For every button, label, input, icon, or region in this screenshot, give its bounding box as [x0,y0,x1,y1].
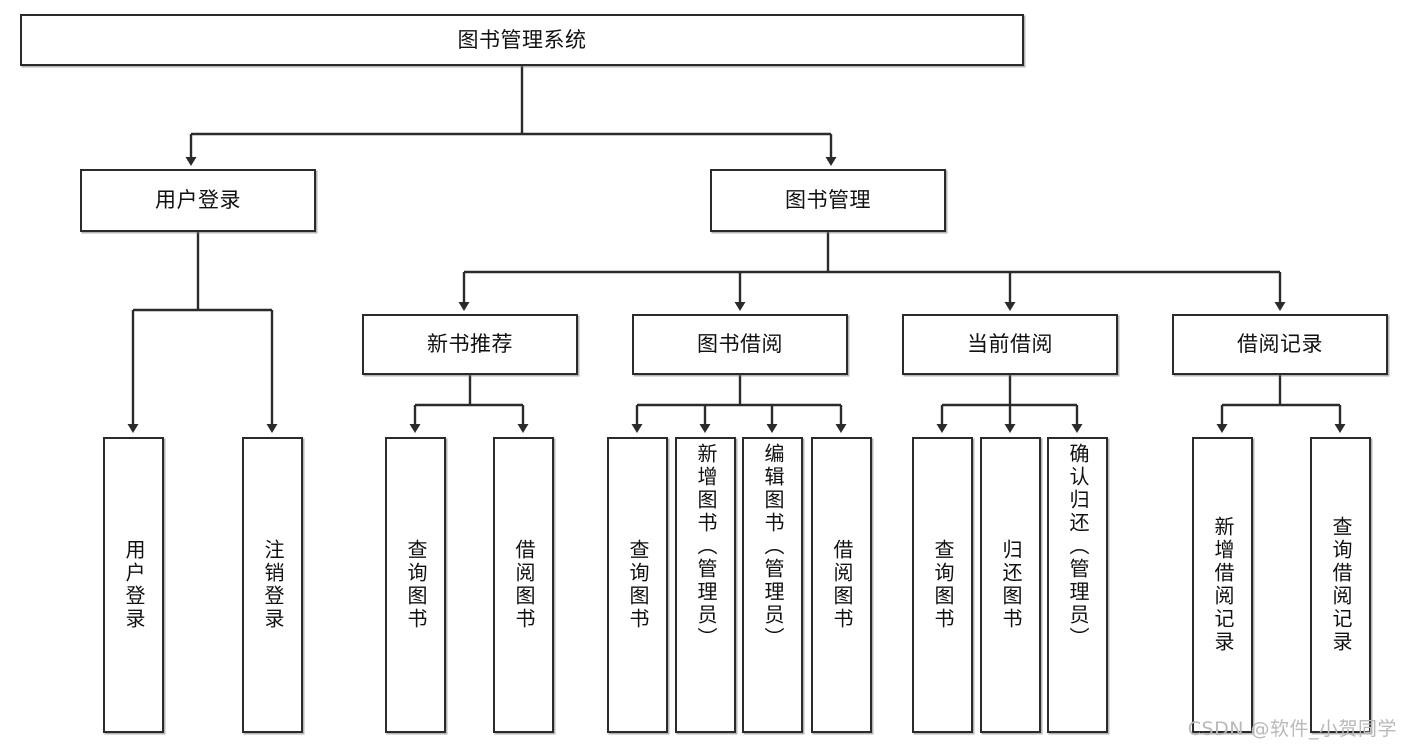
leaf-user-login[interactable]: 用户登录 [103,437,164,733]
leaf-edit-book-admin[interactable]: 编辑图书（管理员） [742,437,803,733]
node-label: 查询借阅记录 [1329,516,1353,654]
node-label: 图书管理 [785,188,871,213]
node-label: 用户登录 [155,188,241,213]
node-label: 图书借阅 [697,332,783,357]
node-label: 查询图书 [626,539,650,631]
leaf-return-book[interactable]: 归还图书 [980,437,1041,733]
leaf-query-borrow-record[interactable]: 查询借阅记录 [1310,437,1371,733]
leaf-user-logout[interactable]: 注销登录 [242,437,303,733]
node-label: 当前借阅 [967,332,1053,357]
node-label: 图书管理系统 [457,27,587,52]
node-label: 确认归还（管理员） [1066,443,1090,650]
leaf-add-borrow-record[interactable]: 新增借阅记录 [1192,437,1253,733]
leaf-query-book-borrow[interactable]: 查询图书 [607,437,668,733]
node-label: 借阅图书 [512,539,536,631]
node-label: 查询图书 [404,539,428,631]
node-new-book-recommend[interactable]: 新书推荐 [362,314,578,375]
node-book-borrow[interactable]: 图书借阅 [632,314,848,375]
node-label: 新书推荐 [427,332,513,357]
leaf-add-book-admin[interactable]: 新增图书（管理员） [675,437,736,733]
node-book-management[interactable]: 图书管理 [710,169,946,232]
csdn-watermark: CSDN @软件_小贺同学 [1187,718,1397,740]
node-root-book-management-system[interactable]: 图书管理系统 [20,14,1024,66]
node-label: 新增图书（管理员） [694,443,718,650]
leaf-borrow-book-recommend[interactable]: 借阅图书 [493,437,554,733]
node-label: 用户登录 [122,539,146,631]
node-borrow-record[interactable]: 借阅记录 [1172,314,1388,375]
node-label: 编辑图书（管理员） [761,443,785,650]
node-label: 借阅图书 [830,539,854,631]
node-label: 借阅记录 [1237,332,1323,357]
leaf-borrow-book[interactable]: 借阅图书 [811,437,872,733]
leaf-query-book-current[interactable]: 查询图书 [912,437,973,733]
leaf-query-book-recommend[interactable]: 查询图书 [385,437,446,733]
node-label: 查询图书 [931,539,955,631]
node-current-borrow[interactable]: 当前借阅 [902,314,1118,375]
node-label: 归还图书 [999,539,1023,631]
node-label: 注销登录 [261,539,285,631]
node-label: 新增借阅记录 [1211,516,1235,654]
node-user-login[interactable]: 用户登录 [80,169,316,232]
leaf-confirm-return-admin[interactable]: 确认归还（管理员） [1047,437,1108,733]
